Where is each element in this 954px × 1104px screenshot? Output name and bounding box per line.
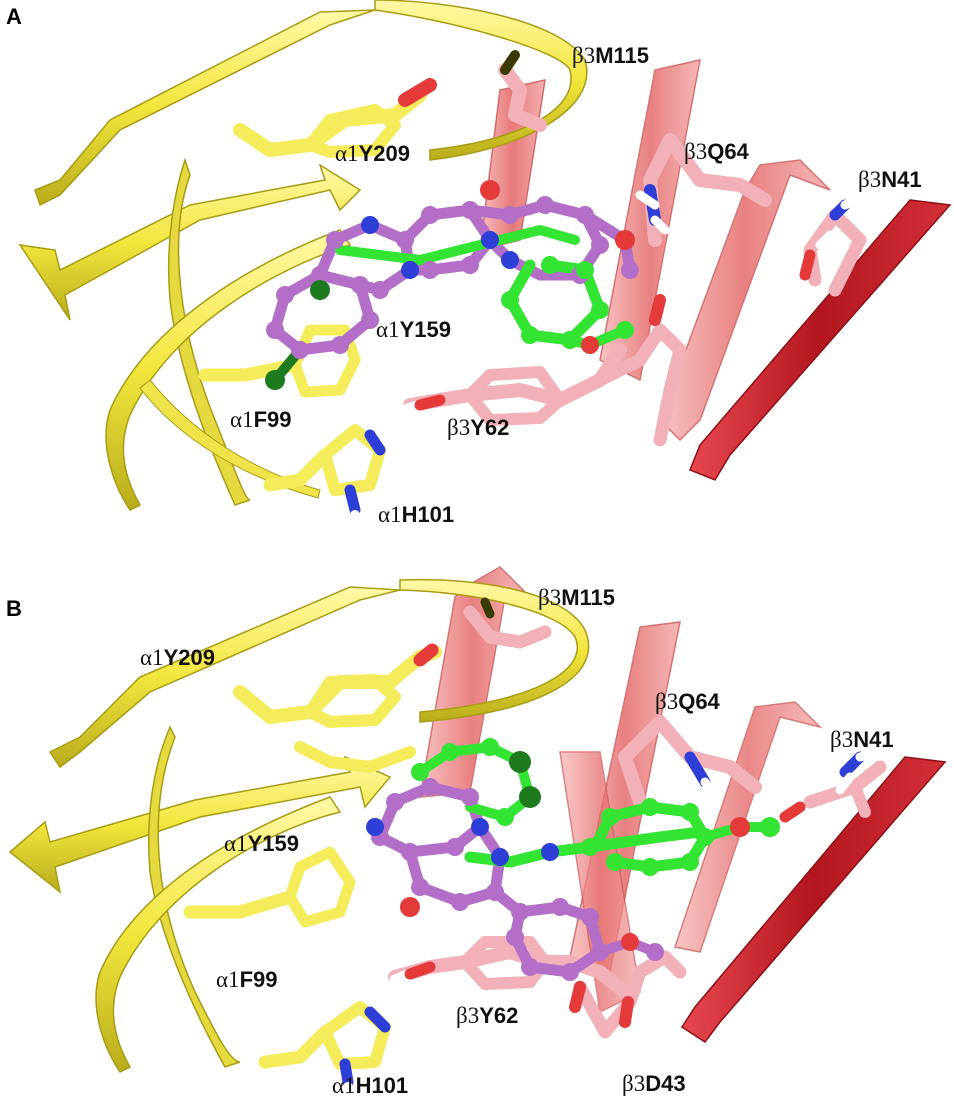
residue-label-b3-m115: β3M115 bbox=[538, 585, 616, 610]
residue-label-a1-y209: α1Y209 bbox=[335, 141, 410, 166]
residue-label-b3-q64: β3Q64 bbox=[684, 139, 749, 164]
residue-label-b3-q64: β3Q64 bbox=[655, 689, 720, 714]
residue-label-b3-m115: β3M115 bbox=[572, 43, 650, 68]
panel-b-label: B bbox=[6, 596, 22, 621]
alpha1-ribbons bbox=[18, 0, 588, 511]
ligand-atoms bbox=[366, 738, 780, 981]
residue-label-b3-y62: β3Y62 bbox=[447, 415, 510, 440]
residue-label-a1-h101: α1H101 bbox=[332, 1073, 409, 1098]
residue-label-b3-y62: β3Y62 bbox=[456, 1003, 519, 1028]
residue-sidechains bbox=[198, 50, 867, 533]
ligand-molecule bbox=[366, 738, 780, 981]
alpha1-ribbons bbox=[8, 578, 590, 1073]
residue-label-a1-y209: α1Y209 bbox=[140, 645, 215, 670]
residue-label-b3-n41: β3N41 bbox=[830, 727, 894, 752]
beta3-sheet-ribbons bbox=[419, 566, 947, 1044]
residue-label-a1-f99: α1F99 bbox=[216, 967, 278, 992]
ligand-molecule bbox=[265, 180, 639, 390]
residue-label-b3-d43: β3D43 bbox=[622, 1071, 686, 1096]
panel-b-structure bbox=[8, 566, 947, 1104]
panel-a: A β3M115 α1Y209 β3Q64 β3N41 α1Y159 α1F99… bbox=[6, 0, 952, 533]
panel-b: B β3M115 α1Y209 β3Q64 β3N41 α1Y159 α1F99… bbox=[0, 552, 954, 1104]
panel-a-label: A bbox=[6, 4, 22, 29]
residue-label-a1-y159: α1Y159 bbox=[224, 831, 299, 856]
ligand-atoms bbox=[265, 180, 639, 390]
panel-a-structure bbox=[18, 0, 952, 533]
residue-label-a1-h101: α1H101 bbox=[378, 502, 455, 527]
residue-label-a1-f99: α1F99 bbox=[230, 407, 292, 432]
residue-label-a1-y159: α1Y159 bbox=[376, 317, 451, 342]
residue-label-b3-n41: β3N41 bbox=[858, 167, 922, 192]
